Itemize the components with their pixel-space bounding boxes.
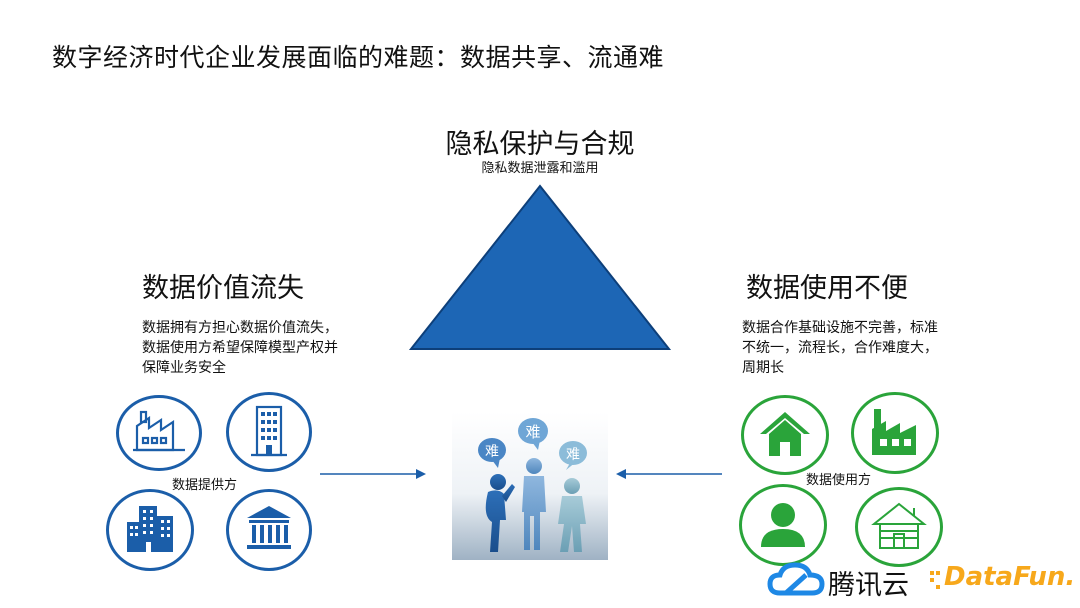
datafun-mark-icon	[930, 571, 940, 589]
factory-icon	[851, 392, 939, 474]
inconvenience-desc-line: 数据合作基础设施不完善，标准	[742, 320, 938, 336]
tencent-cloud-name: 腾讯云	[828, 570, 909, 601]
inconvenience-title: 数据使用不便	[746, 273, 908, 304]
privacy-title: 隐私保护与合规	[445, 129, 635, 160]
person-icon	[739, 484, 827, 566]
warning-triangle	[408, 184, 672, 350]
difficulty-bubble-text: 难	[525, 423, 541, 441]
datafun-logo: DataFun.	[944, 562, 1076, 592]
office-building-icon	[226, 392, 312, 472]
arrow-right-icon	[320, 469, 426, 479]
bank-icon	[226, 489, 312, 571]
tencent-cloud-logo	[767, 562, 825, 596]
privacy-subtitle: 隐私数据泄露和滥用	[481, 161, 599, 176]
arrow-left-icon	[616, 469, 722, 479]
confused-people-illustration	[452, 412, 608, 560]
difficulty-bubble-text: 难	[485, 444, 499, 460]
data-user-label: 数据使用方	[806, 473, 872, 488]
value-loss-title: 数据价值流失	[142, 273, 304, 304]
data-provider-label: 数据提供方	[172, 478, 238, 493]
difficulty-bubble-text: 难	[566, 447, 580, 463]
value-loss-desc: 数据拥有方担心数据价值流失， 数据使用方希望保障模型产权并 保障业务安全	[142, 318, 338, 378]
inconvenience-desc: 数据合作基础设施不完善，标准 不统一，流程长，合作难度大， 周期长	[742, 318, 938, 378]
inconvenience-desc-line: 不统一，流程长，合作难度大，	[742, 340, 938, 356]
city-buildings-icon	[106, 489, 194, 571]
value-loss-desc-line: 保障业务安全	[142, 360, 226, 376]
cabin-icon	[855, 487, 943, 567]
value-loss-desc-line: 数据拥有方担心数据价值流失，	[142, 320, 338, 336]
inconvenience-desc-line: 周期长	[742, 360, 784, 376]
house-icon	[741, 395, 829, 475]
page-title: 数字经济时代企业发展面临的难题：数据共享、流通难	[52, 43, 665, 72]
factory-icon	[116, 395, 202, 471]
value-loss-desc-line: 数据使用方希望保障模型产权并	[142, 340, 338, 356]
